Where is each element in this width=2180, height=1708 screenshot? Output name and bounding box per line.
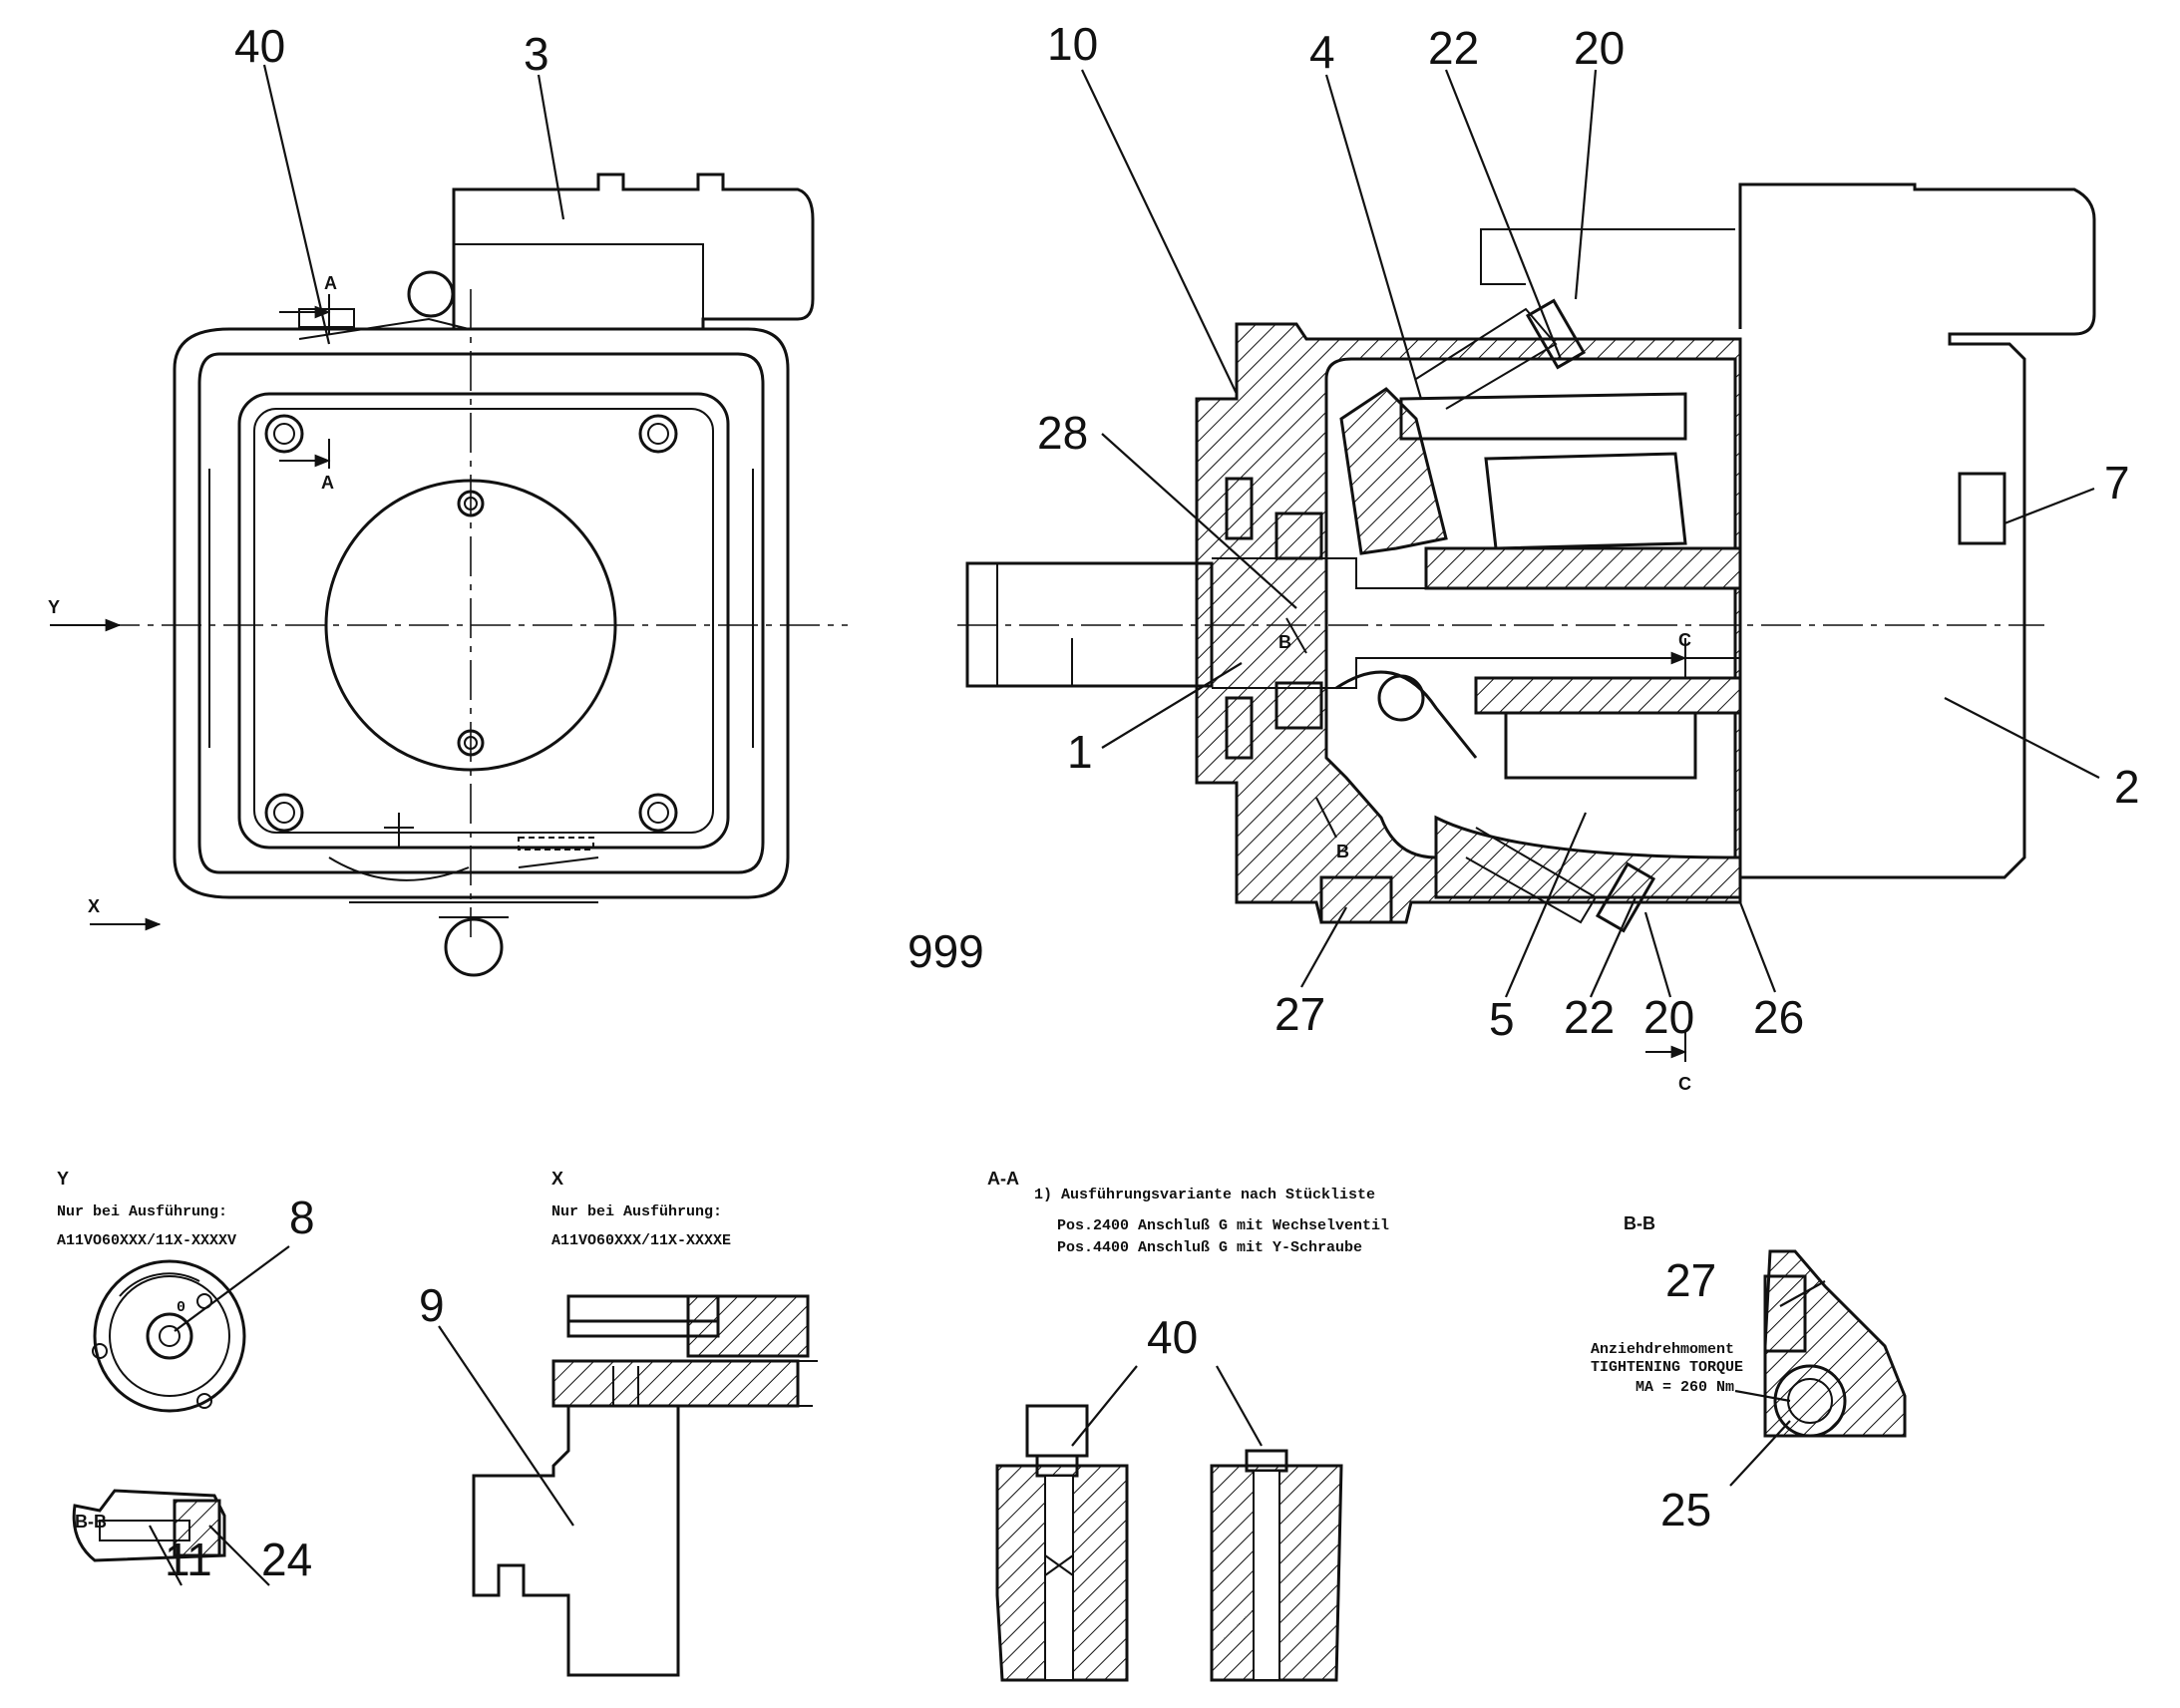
section-b-bottom: B [1336, 842, 1349, 861]
callout-24: 24 [261, 1534, 312, 1585]
callout-22: 22 [1428, 22, 1479, 74]
section-letters: Y X A A B B C C [48, 273, 1691, 1094]
detail-aa-note-2: Pos.2400 Anschluß G mit Wechselventil [1057, 1217, 1389, 1234]
callout-28: 28 [1037, 407, 1088, 459]
detail-aa-note-3: Pos.4400 Anschluß G mit Y-Schraube [1057, 1239, 1362, 1256]
callout-27: 27 [1274, 988, 1325, 1040]
detail-x-note-1: Nur bei Ausführung: [551, 1203, 722, 1220]
callout-26: 26 [1753, 991, 1804, 1043]
section-b-top: B [1278, 632, 1291, 652]
view-arrow-y-label: Y [48, 597, 60, 617]
callout-20-bottom: 20 [1643, 991, 1694, 1043]
detail-x-title: X [551, 1169, 563, 1189]
torque-label-de: Anziehdrehmoment [1591, 1341, 1734, 1358]
detail-aa-title: A-A [987, 1169, 1019, 1189]
detail-x-note-2: A11VO60XXX/11X-XXXXE [551, 1232, 731, 1249]
callout-999: 999 [908, 925, 984, 977]
callout-25: 25 [1660, 1484, 1711, 1536]
callout-11: 11 [165, 1534, 212, 1585]
drive-shaft [965, 561, 1214, 688]
section-c-top: C [1678, 630, 1691, 650]
callout-22-bottom: 22 [1564, 991, 1615, 1043]
section-a-top: A [324, 273, 337, 293]
section-a-bottom: A [321, 473, 334, 493]
dial-zero-mark: 0 [177, 1299, 185, 1316]
detail-aa [995, 1404, 1343, 1682]
flange-bolt [264, 414, 678, 833]
torque-value: MA = 260 Nm [1635, 1379, 1734, 1396]
callout-5: 5 [1489, 993, 1515, 1045]
torque-label-en: TIGHTENING TORQUE [1591, 1359, 1743, 1376]
detail-notes: Y Nur bei Ausführung: A11VO60XXX/11X-XXX… [57, 1169, 1743, 1532]
callout-20: 20 [1574, 22, 1625, 74]
callout-7: 7 [2104, 457, 2130, 509]
detail-y-note-1: Nur bei Ausführung: [57, 1203, 227, 1220]
section-c-bottom: C [1678, 1074, 1691, 1094]
callout-3: 3 [524, 28, 549, 80]
callout-1: 1 [1067, 726, 1093, 778]
front-view [50, 172, 848, 977]
callout-8: 8 [289, 1192, 315, 1243]
callout-4: 4 [1309, 26, 1335, 78]
detail-y-title: Y [57, 1169, 69, 1189]
callout-9: 9 [419, 1279, 445, 1331]
detail-y-note-2: A11VO60XXX/11X-XXXXV [57, 1232, 236, 1249]
leader-lines [149, 64, 2100, 1586]
callout-2: 2 [2114, 761, 2140, 813]
view-arrow-x-label: X [88, 896, 100, 916]
callout-40-detail: 40 [1147, 1311, 1198, 1363]
callouts: 40 3 10 4 22 20 28 7 1 2 999 27 5 22 20 … [165, 18, 2140, 1585]
detail-x [472, 1294, 818, 1677]
callout-10: 10 [1047, 18, 1098, 70]
detail-bb [1763, 1249, 1907, 1438]
detail-bb-left-title: B-B [75, 1512, 107, 1532]
section-view [957, 182, 2096, 1062]
callout-40: 40 [234, 20, 285, 72]
detail-y [72, 1259, 246, 1562]
detail-aa-note-1: 1) Ausführungsvariante nach Stückliste [1034, 1187, 1375, 1203]
callout-27-detail: 27 [1665, 1254, 1716, 1306]
detail-bb-title: B-B [1624, 1213, 1655, 1233]
